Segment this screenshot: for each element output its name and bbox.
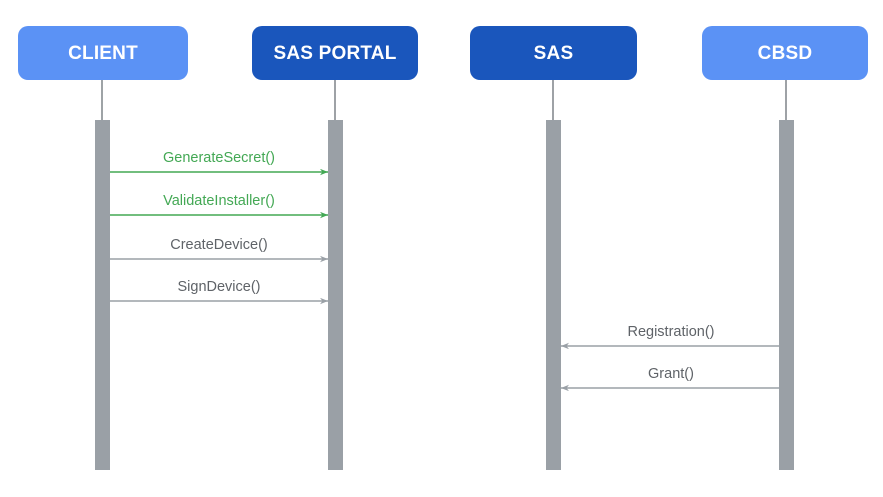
actor-label-cbsd: CBSD — [758, 43, 813, 64]
actor-box-rect-client[interactable] — [18, 26, 188, 80]
actor-label-client: CLIENT — [68, 43, 138, 64]
actor-box-rect-sas-portal[interactable] — [252, 26, 418, 80]
lifelines-layer — [101, 80, 787, 122]
message-label-sign-device: SignDevice() — [178, 279, 261, 295]
actor-box-rect-cbsd[interactable] — [702, 26, 868, 80]
actor-label-sas: SAS — [534, 43, 574, 64]
actor-box-cbsd[interactable]: CBSD — [702, 26, 868, 80]
activation-bar-client — [95, 120, 110, 470]
actor-box-sas[interactable]: SAS — [470, 26, 637, 80]
actor-box-rect-sas[interactable] — [470, 26, 637, 80]
activation-bars-layer — [95, 120, 794, 470]
activation-bar-cbsd — [779, 120, 794, 470]
activation-bar-sas — [546, 120, 561, 470]
actor-box-client[interactable]: CLIENT — [18, 26, 188, 80]
messages-layer: GenerateSecret() ValidateInstaller() Creat… — [110, 150, 779, 392]
message-label-validate-installer: ValidateInstaller() — [163, 193, 275, 209]
message-label-registration: Registration() — [627, 324, 714, 340]
message-label-generate-secret: GenerateSecret() — [163, 150, 275, 166]
message-label-grant: Grant() — [648, 366, 694, 382]
actor-box-sas-portal[interactable]: SAS PORTAL — [252, 26, 418, 80]
actor-label-sas-portal: SAS PORTAL — [273, 43, 396, 64]
actor-boxes-layer: CLIENT SAS PORTAL SAS CBSD — [18, 26, 868, 80]
message-label-create-device: CreateDevice() — [170, 237, 268, 253]
activation-bar-sas-portal — [328, 120, 343, 470]
